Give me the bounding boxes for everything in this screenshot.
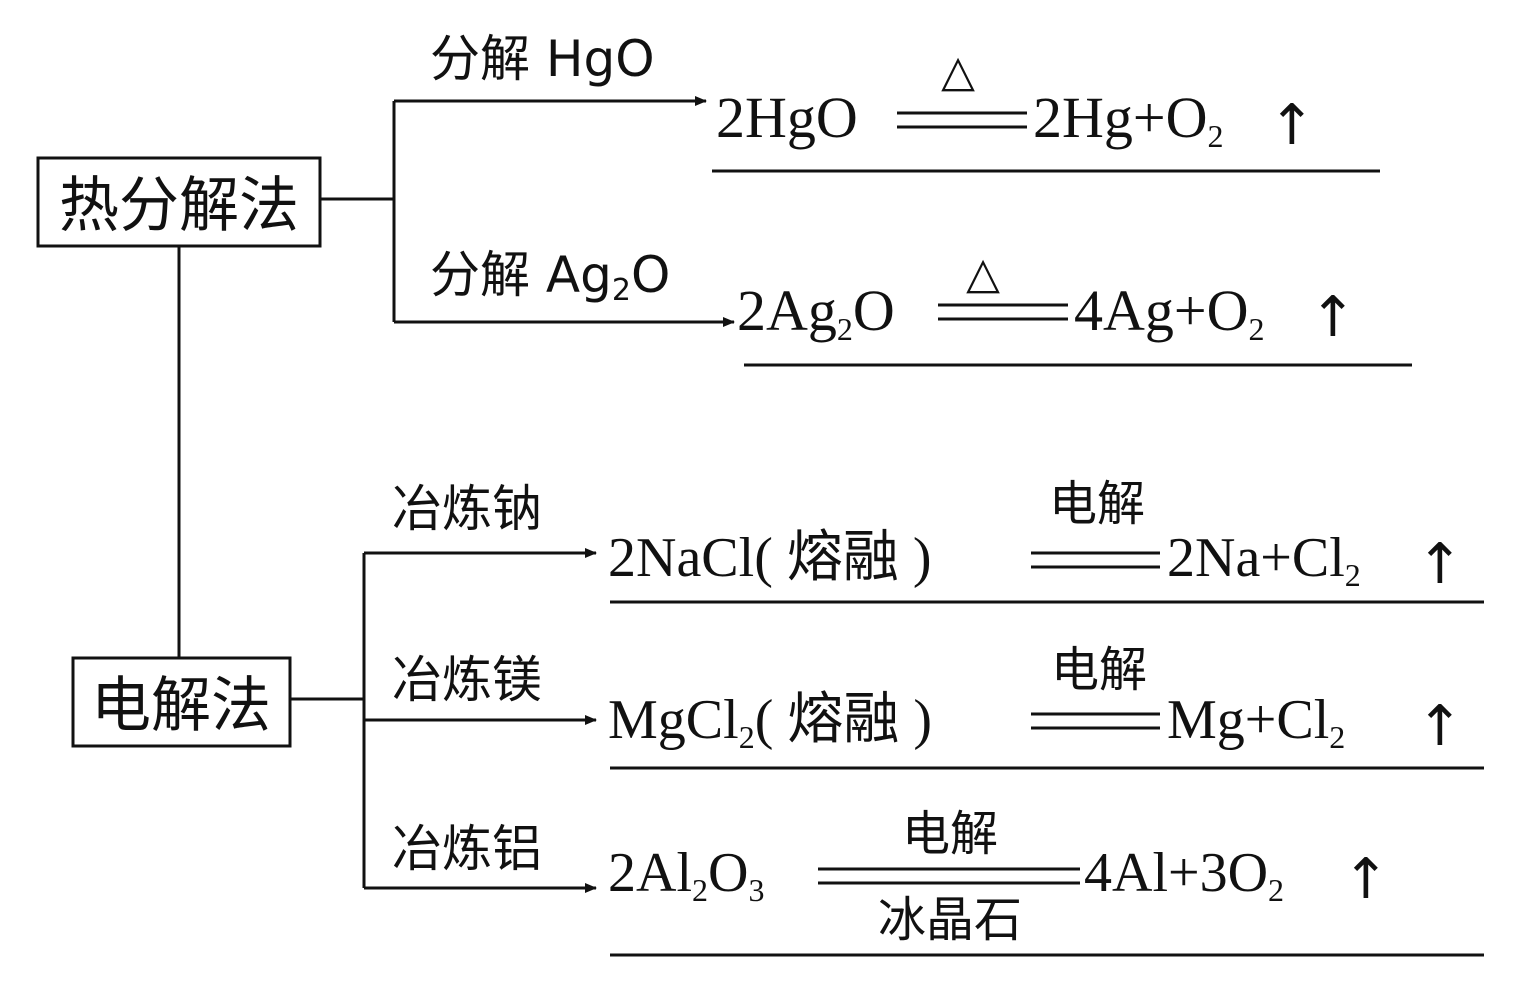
condition-electrolysis: 电解 <box>1051 642 1147 698</box>
thermal-method-box: 热分解法 <box>36 156 322 248</box>
condition-electrolysis: 电解 <box>902 806 998 862</box>
gas-up-arrow-icon: ↑ <box>1310 285 1357 350</box>
branch-label: 冶炼钠 <box>392 480 542 538</box>
gas-up-arrow-icon: ↑ <box>1417 694 1464 759</box>
branch-label: 分解 HgO <box>430 30 655 88</box>
gas-up-arrow-icon: ↑ <box>1417 532 1464 597</box>
equation-product: 2Na+Cl2 <box>1167 527 1361 593</box>
branch-label: 冶炼铝 <box>392 820 542 878</box>
branch-mg: 冶炼镁 MgCl2( 熔融 ) 电解 Mg+Cl2 ↑ <box>392 642 1484 770</box>
branch-al: 冶炼铝 2Al2O3 电解 冰晶石 4Al+3O2 ↑ <box>392 806 1484 957</box>
condition-cryolite: 冰晶石 <box>878 892 1022 948</box>
equation-product: Mg+Cl2 <box>1167 689 1345 755</box>
equation-product: 2Hg+O2 <box>1033 85 1223 154</box>
equation-product: 4Ag+O2 <box>1074 278 1264 347</box>
equation-reactant: 2Al2O3 <box>608 842 764 908</box>
electro-method-box: 电解法 <box>71 656 292 748</box>
branch-ag2o: 分解 Ag2O 2Ag2O △ 4Ag+O2 ↑ <box>430 246 1412 367</box>
equation-product: 4Al+3O2 <box>1084 842 1284 908</box>
equation-reactant: MgCl2( 熔融 ) <box>608 689 932 755</box>
condition-heat-icon: △ <box>941 46 975 97</box>
electro-method-label: 电解法 <box>91 671 271 741</box>
branch-label: 分解 Ag2O <box>430 246 670 308</box>
thermal-method-label: 热分解法 <box>59 171 299 241</box>
equation-reactant: 2HgO <box>716 85 858 150</box>
branch-label: 冶炼镁 <box>392 651 542 709</box>
thermal-bracket <box>320 96 735 327</box>
condition-electrolysis: 电解 <box>1049 476 1145 532</box>
gas-up-arrow-icon: ↑ <box>1343 847 1390 912</box>
gas-up-arrow-icon: ↑ <box>1269 93 1316 158</box>
branch-hgo: 分解 HgO 2HgO △ 2Hg+O2 ↑ <box>430 30 1380 173</box>
electro-bracket <box>290 548 597 893</box>
equation-reactant: 2Ag2O <box>737 278 895 347</box>
condition-heat-icon: △ <box>966 248 1000 299</box>
branch-na: 冶炼钠 2NaCl( 熔融 ) 电解 2Na+Cl2 ↑ <box>392 476 1484 604</box>
equation-reactant: 2NaCl( 熔融 ) <box>608 527 932 589</box>
